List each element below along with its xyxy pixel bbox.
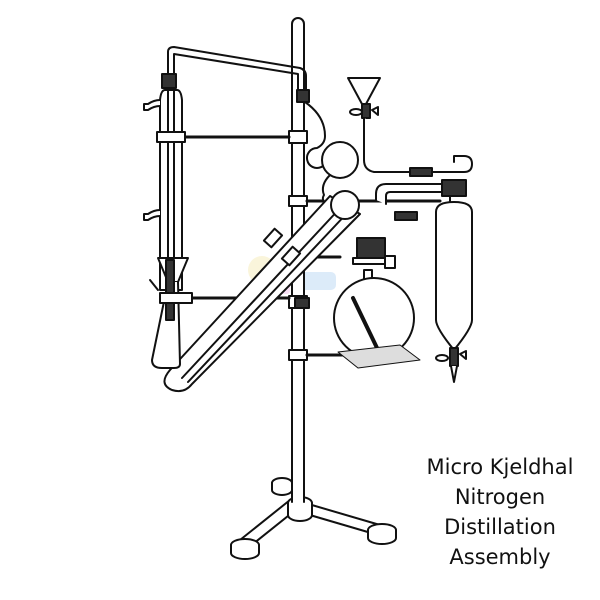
caption-line-2: Nitrogen [454, 485, 546, 509]
caption-line-3: Distillation [444, 515, 556, 539]
delivery-tube [167, 46, 310, 103]
tripod-base [230, 477, 397, 560]
caption-line-1: Micro Kjeldhal [426, 455, 574, 479]
steam-trap [304, 101, 359, 206]
distillation-chamber [163, 190, 361, 393]
diagram-caption: Micro Kjeldhal Nitrogen Distillation Ass… [400, 452, 600, 572]
dropping-funnel [347, 77, 473, 177]
receiving-flask [149, 257, 193, 369]
steam-generator-flask [333, 183, 447, 359]
wire-gauze [337, 344, 421, 369]
separating-funnel [435, 179, 473, 383]
caption-line-4: Assembly [449, 545, 551, 569]
